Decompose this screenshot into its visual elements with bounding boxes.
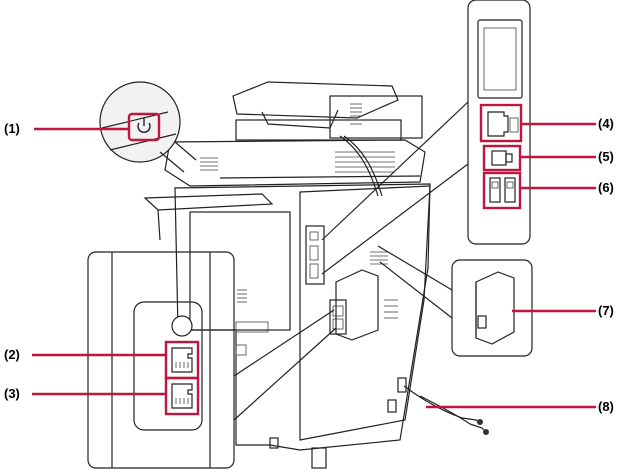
callout-label-2: (2) — [4, 347, 20, 362]
leader-lines — [32, 122, 596, 409]
machine-illustration — [143, 81, 431, 469]
power-cord — [403, 385, 489, 435]
callout-label-4: (4) — [598, 116, 614, 131]
callout-label-3: (3) — [4, 386, 20, 401]
port-panel-zoom — [321, 0, 531, 275]
lan-port-zoom — [87, 251, 337, 469]
callout-labels: (1) (2) (3) (4) (5) (6) (7) (8) — [4, 116, 614, 414]
power-icon — [137, 118, 151, 133]
callout-label-7: (7) — [598, 303, 614, 318]
callout-label-5: (5) — [598, 149, 614, 164]
power-switch-zoom — [99, 81, 197, 173]
callout-label-8: (8) — [598, 399, 614, 414]
callout-label-1: (1) — [4, 121, 20, 136]
side-cover-zoom — [377, 245, 533, 357]
callout-label-6: (6) — [598, 180, 614, 195]
